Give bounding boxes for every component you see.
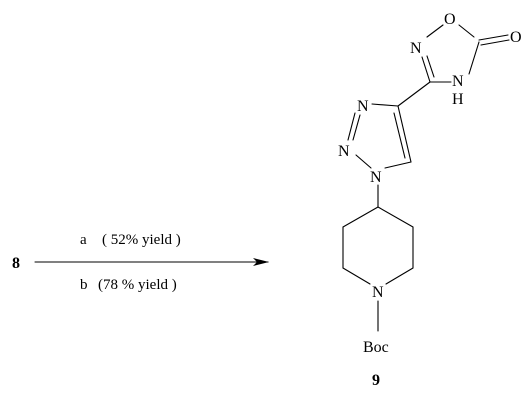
bond-oxadiazole-triazole — [397, 81, 431, 107]
bond-n4-c5 — [468, 41, 480, 75]
atom-oxadiazole-o: O — [444, 11, 456, 28]
bond-n3-n2 — [347, 112, 356, 141]
piperidine-ring — [342, 206, 414, 285]
bond-n1-c5 — [384, 161, 412, 169]
bond-c4-c3 — [342, 206, 379, 228]
bond-c5-c4-double — [393, 112, 406, 159]
atom-nh-n: N — [452, 73, 464, 90]
bond-n2-c3-double — [426, 55, 435, 78]
step-a-letter: a — [80, 232, 87, 248]
atom-piperidine-n: N — [372, 284, 384, 301]
step-b-yield: (78 % yield ) — [98, 277, 177, 293]
bond-c4-n3 — [371, 103, 399, 107]
bond-c5-o-carbonyl-double — [480, 39, 510, 46]
bond-o1-c5 — [458, 24, 475, 38]
step-a-yield: ( 52% yield ) — [102, 232, 181, 248]
product-label: 9 — [372, 372, 380, 389]
bond-c5-c4 — [397, 105, 412, 163]
bond-c4-c5 — [377, 206, 414, 228]
atom-nh-h: H — [452, 91, 464, 108]
triazole-ring — [347, 103, 412, 169]
oxadiazolone-ring — [421, 24, 510, 83]
bond-c2-n1 — [342, 267, 371, 285]
atom-boc: Boc — [363, 339, 389, 356]
atom-triazole-n2: N — [338, 143, 350, 160]
reactant-label: 8 — [12, 255, 20, 272]
bond-n3-n2-double — [352, 114, 361, 141]
bond-c6-n1 — [385, 267, 414, 285]
atom-oxadiazole-n: N — [410, 40, 422, 57]
bond-o1-n2 — [426, 24, 444, 38]
bond-n2-n1 — [355, 154, 372, 169]
bond-c5-o-carbonyl — [478, 34, 509, 41]
atom-triazole-n1: N — [370, 169, 382, 186]
step-b-letter: b — [80, 277, 88, 293]
atom-carbonyl-o: O — [510, 29, 522, 46]
bond-n2-c3 — [421, 56, 431, 83]
atom-triazole-n3: N — [357, 98, 369, 115]
